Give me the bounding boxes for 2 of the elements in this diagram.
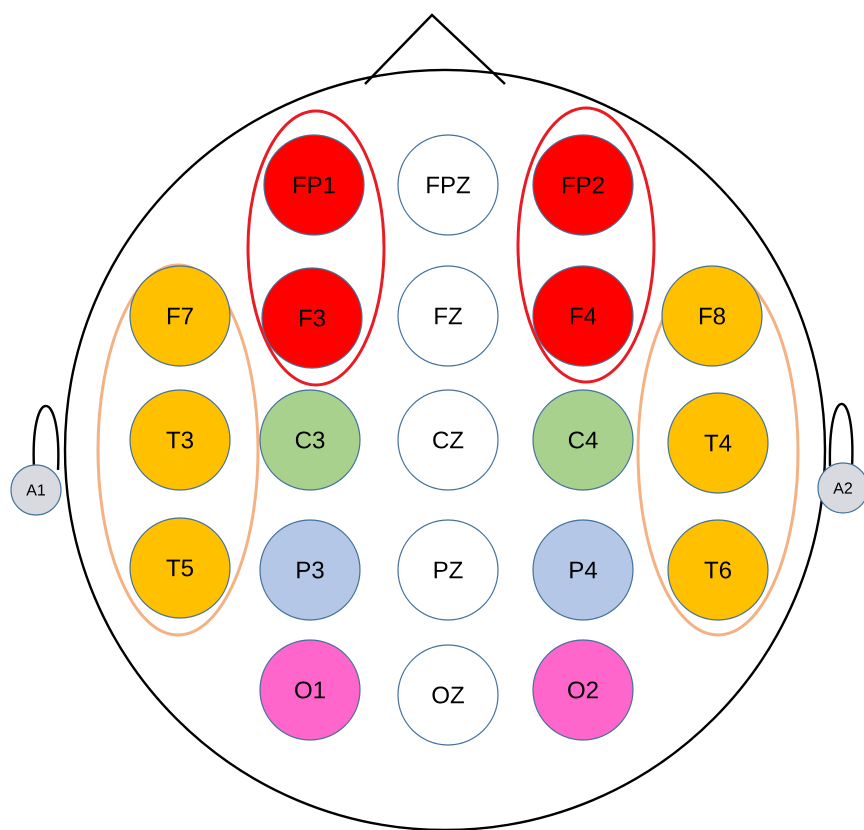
ear-electrode: A2 (817, 462, 864, 514)
ear-electrode: A1 (10, 464, 62, 516)
